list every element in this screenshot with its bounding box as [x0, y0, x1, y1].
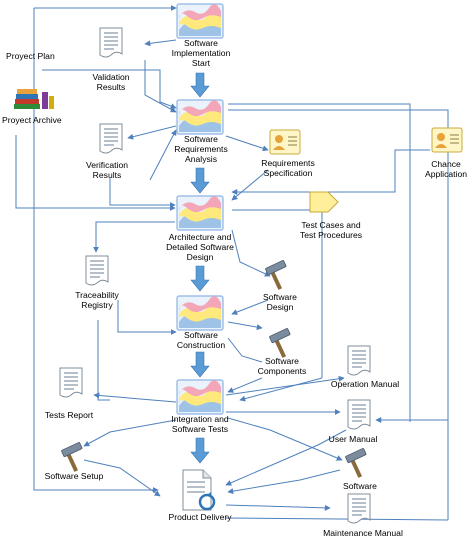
- proyect-plan-label: Proyect Plan: [6, 51, 55, 61]
- connector-usermanual-to-delivery: [225, 429, 347, 486]
- connector-spine-left: [33, 8, 159, 493]
- connector-trace-to-constr: [117, 300, 177, 335]
- connector-constr-to-integ: [227, 337, 263, 363]
- connector-integ-to-software: [227, 417, 343, 461]
- maintenance-manual-label: Maintenance Manual: [323, 528, 403, 538]
- chance-application-label: Chance Application: [424, 159, 468, 179]
- validation-results-icon: [99, 27, 123, 58]
- integration-software-tests-icon: [176, 379, 224, 415]
- operation-manual-label: Operation Manual: [330, 379, 400, 389]
- software-design-icon: [264, 259, 287, 291]
- traceability-registry-icon: [85, 255, 109, 286]
- requirements-specification-icon: [269, 129, 301, 155]
- architecture-detailed-design-label: Architecture and Detailed Software Desig…: [166, 232, 234, 262]
- software-setup-label: Software Setup: [44, 471, 104, 481]
- software-icon: [344, 447, 367, 479]
- books-icon: [14, 89, 54, 109]
- main-flow-arrows: [190, 72, 210, 464]
- flow-arrow-5: [190, 437, 210, 464]
- validation-results-label: Validation Results: [92, 72, 130, 92]
- pentagon-tag-icon: [309, 191, 339, 213]
- software-construction-label: Software Construction: [176, 330, 226, 350]
- connector-validation-to-reqs: [144, 60, 177, 113]
- connectors: [15, 5, 449, 521]
- connector-verif-back: [149, 129, 177, 181]
- connector-delivery-to-maint: [225, 504, 331, 511]
- software-requirements-analysis-icon: [176, 99, 224, 135]
- product-delivery-label: Product Delivery: [168, 512, 232, 522]
- user-manual-label: User Manual: [328, 434, 378, 444]
- flow-arrow-4: [190, 351, 210, 378]
- verification-results-label: Verification Results: [85, 160, 129, 180]
- test-cases-procedures-label: Test Cases and Test Procedures: [299, 220, 363, 240]
- connector-reqs-to-spec: [225, 135, 269, 152]
- connector-components-to-integ: [227, 377, 263, 393]
- connector-start-to-validation: [144, 39, 177, 47]
- chance-application-icon: [431, 127, 463, 153]
- connector-archive-line: [15, 135, 176, 211]
- architecture-detailed-design-icon: [176, 195, 224, 231]
- connector-integ-to-setup: [83, 419, 177, 447]
- connector-arch-to-swdesign: [231, 229, 271, 277]
- connector-trace-down: [97, 320, 110, 401]
- connector-setup-to-delivery: [83, 459, 161, 497]
- connector-integ-to-opmanual: [225, 375, 345, 396]
- connector-testcases-to-integ: [239, 377, 323, 402]
- user-manual-icon: [347, 399, 371, 430]
- integration-software-tests-label: Integration and Software Tests: [171, 414, 229, 434]
- proyect-archive-label: Proyect Archive: [2, 115, 62, 125]
- software-implementation-start-label: Software Implementation Start: [171, 38, 231, 68]
- connector-right-loop: [228, 109, 449, 520]
- connector-software-to-delivery: [227, 469, 341, 495]
- delivery-document-icon: [182, 469, 216, 511]
- connector-integ-to-testsreport: [93, 392, 177, 403]
- connector-spec-return: [231, 169, 269, 201]
- requirements-specification-label: Requirements Specification: [261, 158, 315, 178]
- tests-report-icon: [59, 367, 83, 398]
- tests-report-label: Tests Report: [44, 410, 94, 420]
- connector-arch-to-trace: [93, 221, 175, 253]
- flow-arrow-3: [190, 265, 210, 292]
- flow-arrow-2: [190, 167, 210, 194]
- connector-verif-to-arch: [109, 178, 176, 208]
- verification-results-icon: [99, 123, 123, 154]
- software-requirements-analysis-label: Software Requirements Analysis: [174, 134, 228, 164]
- software-construction-icon: [176, 295, 224, 331]
- connector-reqs-to-verif: [127, 125, 177, 140]
- connector-wide-top: [228, 103, 411, 422]
- software-design-label: Software Design: [263, 292, 297, 312]
- connector-bottom-right: [225, 517, 449, 521]
- software-label: Software: [343, 481, 377, 491]
- connector-constr-to-components: [227, 321, 263, 331]
- traceability-registry-label: Traceability Registry: [75, 290, 119, 310]
- software-components-icon: [268, 327, 291, 359]
- software-implementation-start-icon: [176, 3, 224, 39]
- maintenance-manual-icon: [347, 493, 371, 524]
- software-components-label: Software Components: [257, 356, 307, 376]
- connector-swdesign-return: [231, 299, 269, 315]
- software-setup-icon: [60, 441, 83, 473]
- connector-plan-to-reqs: [42, 69, 177, 109]
- flow-arrow-1: [190, 72, 210, 98]
- operation-manual-icon: [347, 345, 371, 376]
